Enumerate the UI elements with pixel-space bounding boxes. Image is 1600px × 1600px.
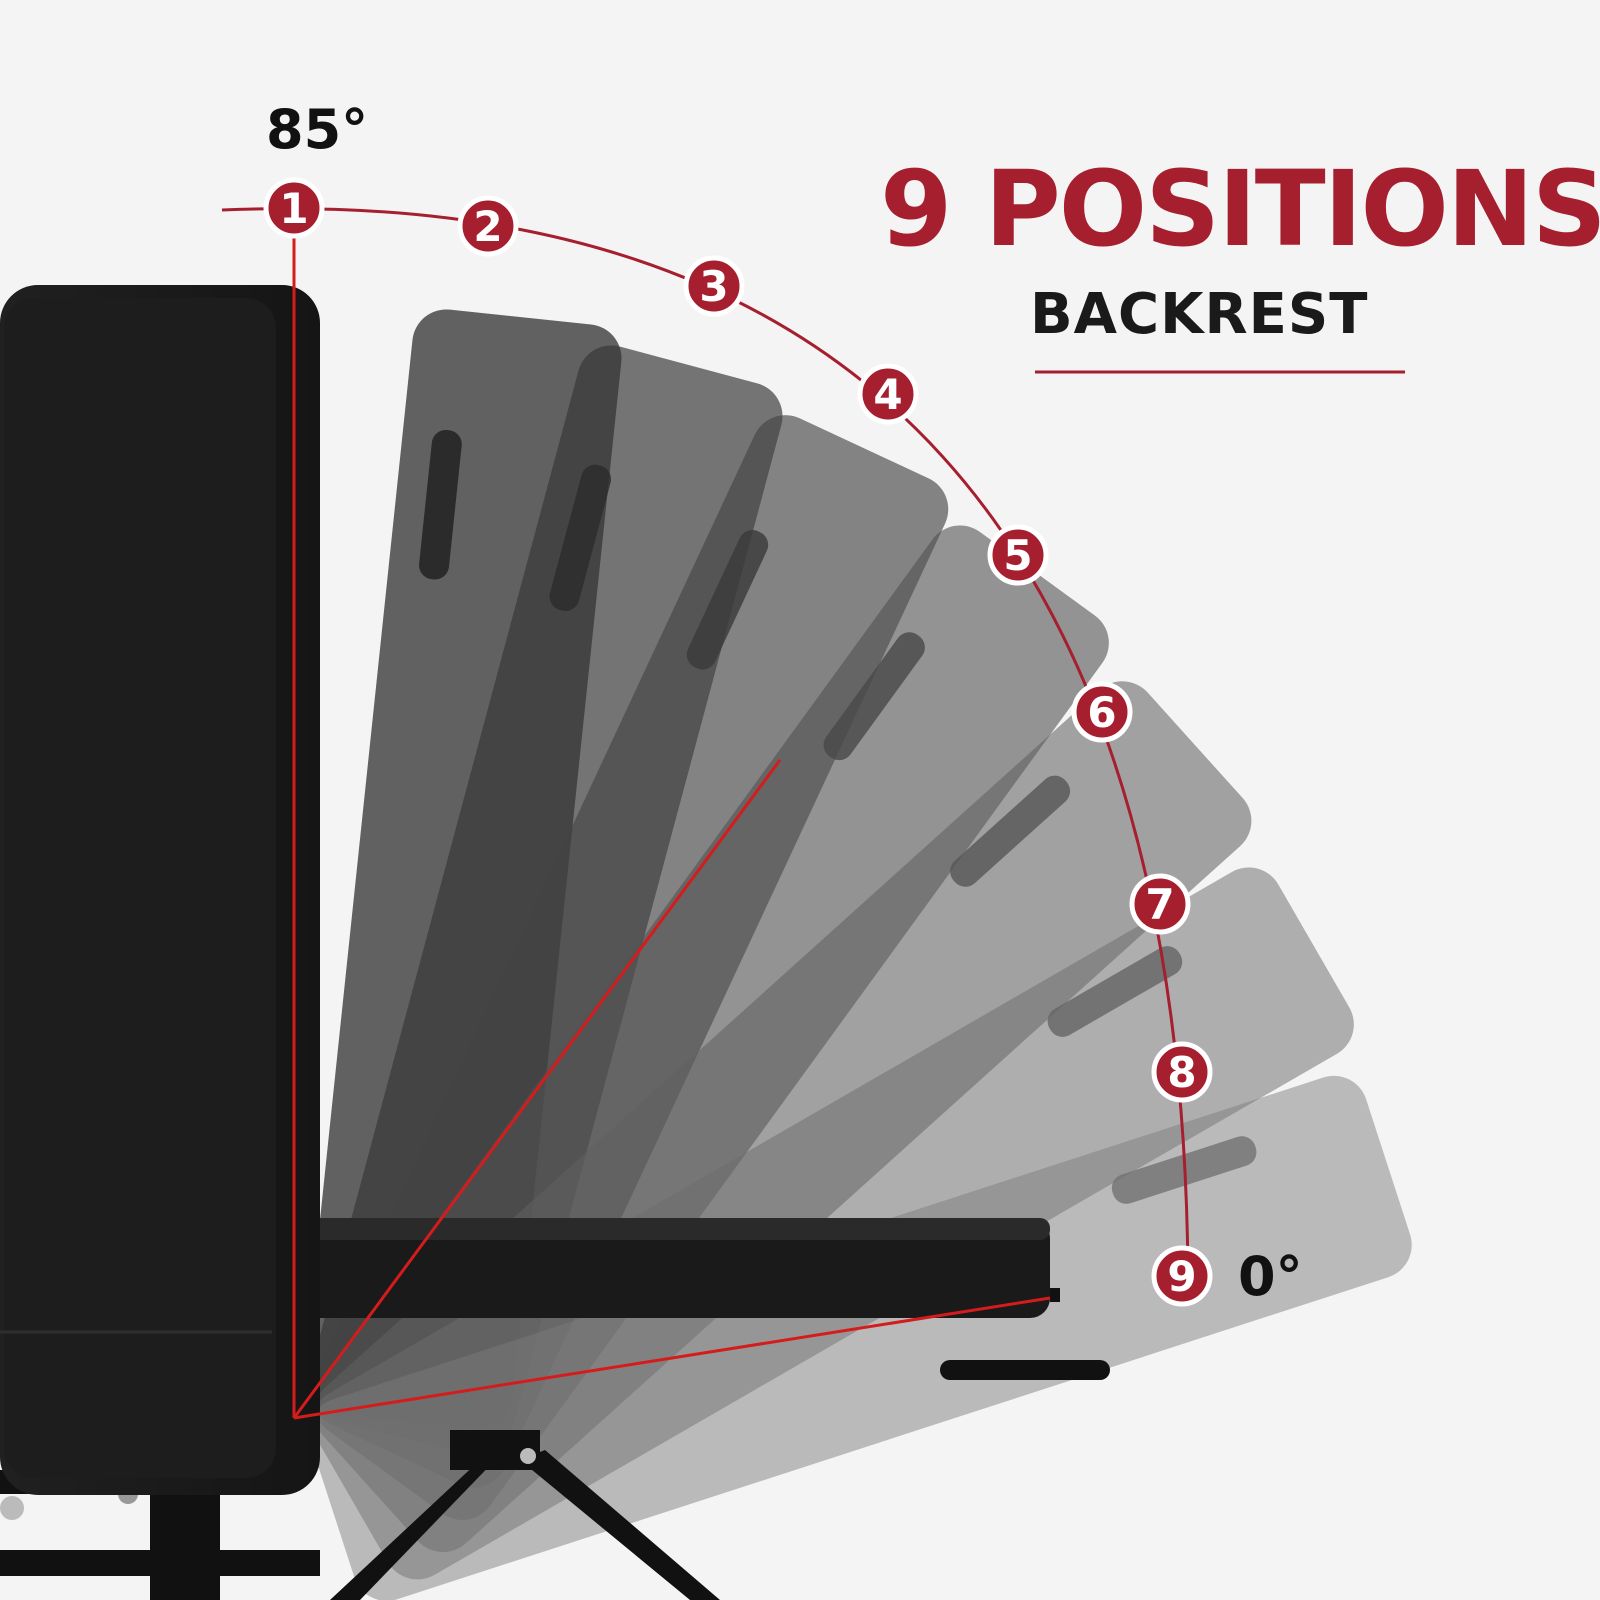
angle-label-top: 85° xyxy=(266,98,369,161)
position-marker-4: 4 xyxy=(857,363,919,425)
angle-guide-lines xyxy=(292,235,1051,1420)
position-marker-2: 2 xyxy=(457,195,519,257)
position-markers: 1 2 3 4 5 6 7 8 9 xyxy=(263,177,1213,1307)
position-number: 7 xyxy=(1145,880,1174,929)
position-marker-5: 5 xyxy=(987,524,1049,586)
ghost-backrest-positions xyxy=(303,309,1412,1600)
subheadline: BACKREST xyxy=(1030,282,1369,347)
position-number: 1 xyxy=(279,184,308,233)
position-number: 4 xyxy=(873,370,902,419)
position-number: 5 xyxy=(1003,531,1032,580)
position-marker-9: 9 xyxy=(1151,1245,1213,1307)
position-marker-7: 7 xyxy=(1129,873,1191,935)
position-number: 3 xyxy=(699,262,728,311)
position-number: 6 xyxy=(1087,688,1116,737)
seat-pad xyxy=(290,1218,1110,1380)
position-marker-1: 1 xyxy=(263,177,325,239)
position-number: 8 xyxy=(1167,1048,1196,1097)
position-marker-6: 6 xyxy=(1071,681,1133,743)
headline: 9 POSITIONS xyxy=(880,148,1600,270)
backrest-pad-upright xyxy=(0,285,320,1495)
position-marker-3: 3 xyxy=(683,255,745,317)
position-number: 2 xyxy=(473,202,502,251)
angle-label-bottom: 0° xyxy=(1238,1245,1303,1308)
position-marker-8: 8 xyxy=(1151,1041,1213,1103)
bench-frame xyxy=(0,1430,720,1600)
position-number: 9 xyxy=(1167,1252,1196,1301)
